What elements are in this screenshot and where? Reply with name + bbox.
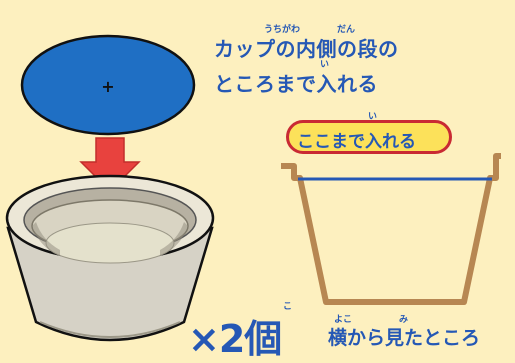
ruby-dan: だん bbox=[337, 25, 356, 35]
ruby-yoko: よこ bbox=[334, 315, 353, 325]
badge-ruby-i: い bbox=[368, 112, 378, 122]
instruction-line-2: ところまで入れる bbox=[214, 72, 378, 96]
side-view-caption: 横から見たところ bbox=[328, 327, 481, 349]
ruby-ko: こ bbox=[283, 302, 293, 312]
cup-side-view bbox=[281, 153, 501, 305]
badge-text: ここまで入れる bbox=[297, 132, 416, 152]
ruby-mi: み bbox=[399, 315, 409, 325]
fill-here-badge: ここまで入れる bbox=[286, 120, 452, 154]
quantity-label: ×2個 bbox=[188, 317, 282, 361]
cup-illustration bbox=[5, 174, 215, 342]
lid-plus-mark: + bbox=[101, 77, 114, 96]
instruction-line-1: カップの内側の段の bbox=[214, 37, 399, 61]
lid-illustration: + bbox=[20, 34, 196, 136]
ruby-uchigawa: うちがわ bbox=[264, 25, 301, 35]
ruby-i: い bbox=[320, 60, 330, 70]
